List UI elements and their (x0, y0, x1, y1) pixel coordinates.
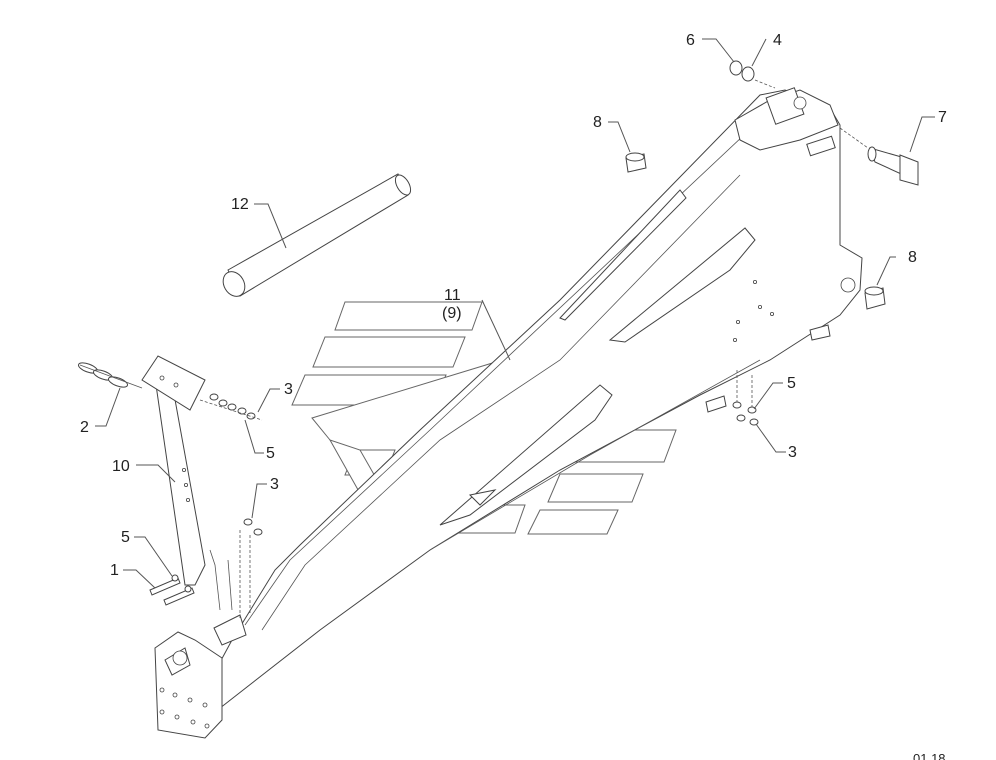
leader-lines (95, 38, 935, 589)
callout-3-upper: 3 (284, 381, 293, 398)
callout-3-right: 3 (788, 444, 797, 461)
mounting-plate (154, 614, 247, 739)
callout-10: 10 (112, 458, 130, 475)
bracket-part-10 (141, 355, 233, 611)
callout-5-upper: 5 (266, 445, 275, 462)
hook-part-2 (78, 362, 143, 389)
callout-1: 1 (110, 562, 119, 579)
bushing-part-8-top (625, 152, 647, 173)
callout-8-top: 8 (593, 114, 602, 131)
nuts-washers-upper (199, 393, 263, 620)
pin-part-7 (839, 127, 919, 186)
bushing-part-8-right (864, 286, 886, 310)
bolts-part-1 (149, 574, 195, 606)
nuts-washers-right (732, 370, 759, 426)
callout-2: 2 (80, 419, 89, 436)
callout-4: 4 (773, 32, 782, 49)
page-number: 01.18 (913, 751, 946, 760)
callout-3-middle: 3 (270, 476, 279, 493)
callout-6: 6 (686, 32, 695, 49)
callout-5-right: 5 (787, 375, 796, 392)
callout-7: 7 (938, 109, 947, 126)
callout-labels: 12 11 (9) 6 4 8 7 8 2 3 5 10 3 5 1 5 3 (80, 32, 947, 579)
pipe-part-12 (222, 173, 412, 297)
callout-5-lower-left: 5 (121, 529, 130, 546)
callout-11: 11 (444, 287, 461, 304)
callout-8-right: 8 (908, 249, 917, 266)
callout-12: 12 (231, 196, 249, 213)
rings-part-6-4 (729, 60, 776, 89)
callout-9: (9) (442, 305, 462, 322)
boom-arm (204, 87, 863, 713)
